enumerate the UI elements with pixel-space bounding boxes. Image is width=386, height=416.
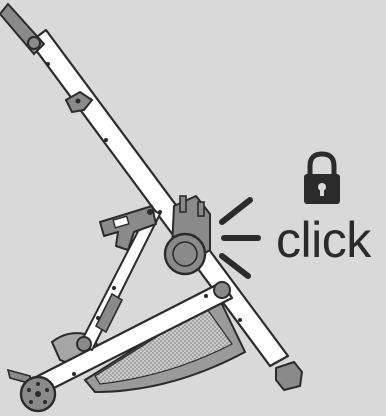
- armrest-bracket: [100, 206, 156, 250]
- front-foot: [276, 362, 302, 390]
- click-emphasis-lines: [222, 200, 258, 276]
- handle-grip: [0, 4, 44, 54]
- padlock-icon: [304, 154, 340, 204]
- click-label: click: [276, 210, 371, 270]
